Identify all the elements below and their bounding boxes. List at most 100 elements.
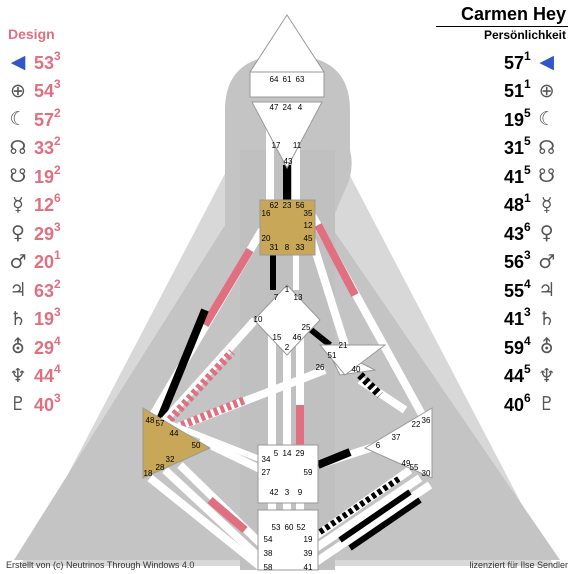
- line-number: 3: [54, 305, 61, 319]
- gate-label: 54: [264, 535, 273, 544]
- design-row: ☾572: [6, 105, 65, 133]
- gate-number: 63: [34, 280, 55, 301]
- activation-value: 403: [34, 391, 61, 416]
- mars-icon: ♂: [9, 250, 27, 273]
- line-number: 3: [524, 305, 531, 319]
- design-row: ♇403: [6, 390, 65, 418]
- gate-label: 7: [274, 293, 279, 302]
- north-node-icon: ☊: [9, 136, 27, 159]
- gate-number: 59: [504, 337, 525, 358]
- gate-label: 31: [270, 243, 279, 252]
- gate-label: 45: [304, 234, 313, 243]
- gate-number: 55: [504, 280, 525, 301]
- gate-label: 27: [262, 468, 271, 477]
- gate-label: 35: [304, 209, 313, 218]
- line-number: 1: [524, 77, 531, 91]
- activation-value: 413: [504, 305, 531, 330]
- gate-label: 32: [166, 455, 175, 464]
- spleen-center: [142, 407, 212, 479]
- solar-plexus-center: [363, 407, 433, 479]
- line-number: 3: [54, 219, 61, 234]
- gate-label: 1: [285, 285, 290, 294]
- saturn-icon: ♄: [9, 307, 27, 330]
- gate-label: 60: [285, 523, 294, 532]
- activation-value: 572: [34, 105, 61, 131]
- gate-label: 56: [296, 201, 305, 210]
- gate-label: 51: [328, 351, 337, 360]
- gate-label: 20: [262, 234, 271, 243]
- gate-label: 3: [285, 488, 290, 497]
- mercury-icon: ☿: [12, 193, 24, 216]
- gate-number: 44: [504, 366, 525, 386]
- line-number: 3: [524, 248, 531, 262]
- gate-label: 46: [293, 333, 302, 342]
- line-number: 2: [54, 162, 61, 177]
- gate-number: 19: [504, 109, 525, 130]
- activation-value: 594: [504, 334, 531, 359]
- design-row: ◀533: [6, 48, 65, 76]
- activation-value: 554: [504, 276, 531, 302]
- personality-row: 415 ☋: [500, 162, 559, 190]
- gate-number: 56: [504, 252, 525, 272]
- gate-label: 13: [294, 293, 303, 302]
- line-number: 5: [524, 134, 531, 148]
- gate-number: 57: [504, 52, 525, 73]
- gate-number: 44: [34, 366, 55, 386]
- line-number: 4: [524, 276, 531, 291]
- gate-number: 33: [34, 138, 55, 158]
- gate-label: 9: [298, 488, 303, 497]
- personality-row: 315☊: [500, 134, 559, 162]
- neptune-icon: ♆: [538, 364, 556, 387]
- saturn-icon: ♄: [538, 307, 556, 330]
- design-row: ☋192: [6, 162, 65, 190]
- activation-value: 195: [504, 105, 531, 131]
- gate-label: 33: [296, 243, 305, 252]
- activation-value: 415: [504, 163, 531, 188]
- line-number: 5: [524, 105, 531, 120]
- activation-value: 445: [504, 362, 531, 387]
- personality-row: 554♃: [500, 276, 559, 304]
- activation-value: 632: [34, 277, 61, 302]
- activation-value: 436: [504, 220, 531, 245]
- earth-icon: ⊕: [538, 79, 555, 102]
- activation-value: 315: [504, 134, 531, 159]
- gate-number: 19: [34, 166, 55, 187]
- gate-label: 63: [296, 75, 305, 84]
- design-row: ⊕543: [6, 77, 65, 105]
- activation-value: 571: [504, 48, 531, 74]
- gate-number: 19: [34, 309, 55, 329]
- gate-label: 37: [392, 433, 401, 442]
- gate-label: 23: [283, 201, 292, 210]
- mars-icon: ♂: [538, 250, 556, 273]
- design-row: ♆444: [6, 362, 65, 390]
- design-row: ☊ 332: [6, 134, 65, 162]
- moon-icon: ☾: [538, 108, 556, 130]
- line-number: 3: [54, 48, 61, 63]
- line-number: 3: [54, 77, 61, 91]
- gate-number: 51: [504, 81, 525, 101]
- line-number: 5: [524, 362, 531, 376]
- sun-icon: ◀: [10, 51, 26, 73]
- line-number: 2: [54, 105, 61, 120]
- venus-icon: ♀: [11, 222, 25, 244]
- root-center: [257, 509, 319, 571]
- personality-row: 195 ☾: [500, 105, 559, 133]
- gate-number: 57: [34, 109, 55, 130]
- line-number: 6: [54, 191, 61, 205]
- line-number: 1: [524, 48, 531, 63]
- ajna-center: [251, 101, 323, 170]
- gate-label: 8: [285, 243, 290, 252]
- gate-label: 2: [285, 343, 290, 352]
- gate-label: 52: [297, 523, 306, 532]
- line-number: 4: [54, 362, 61, 376]
- design-row: ♂201: [6, 248, 65, 276]
- line-number: 2: [54, 134, 61, 148]
- activation-value: 543: [34, 77, 61, 102]
- gate-label: 36: [422, 416, 431, 425]
- gate-number: 48: [504, 195, 525, 215]
- uranus-icon: ⛢: [539, 336, 554, 358]
- gate-label: 40: [352, 365, 361, 374]
- footer-license: lizenziert für Ilse Sendler: [469, 560, 568, 570]
- gate-label: 22: [412, 420, 421, 429]
- south-node-icon: ☋: [538, 165, 556, 187]
